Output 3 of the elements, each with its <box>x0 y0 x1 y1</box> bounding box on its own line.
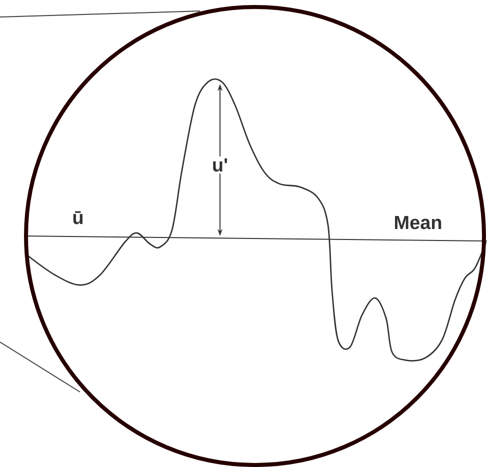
symbol-label: ū <box>73 211 83 224</box>
line-label: Mean <box>395 216 442 230</box>
dimension-label: u' <box>210 156 230 174</box>
